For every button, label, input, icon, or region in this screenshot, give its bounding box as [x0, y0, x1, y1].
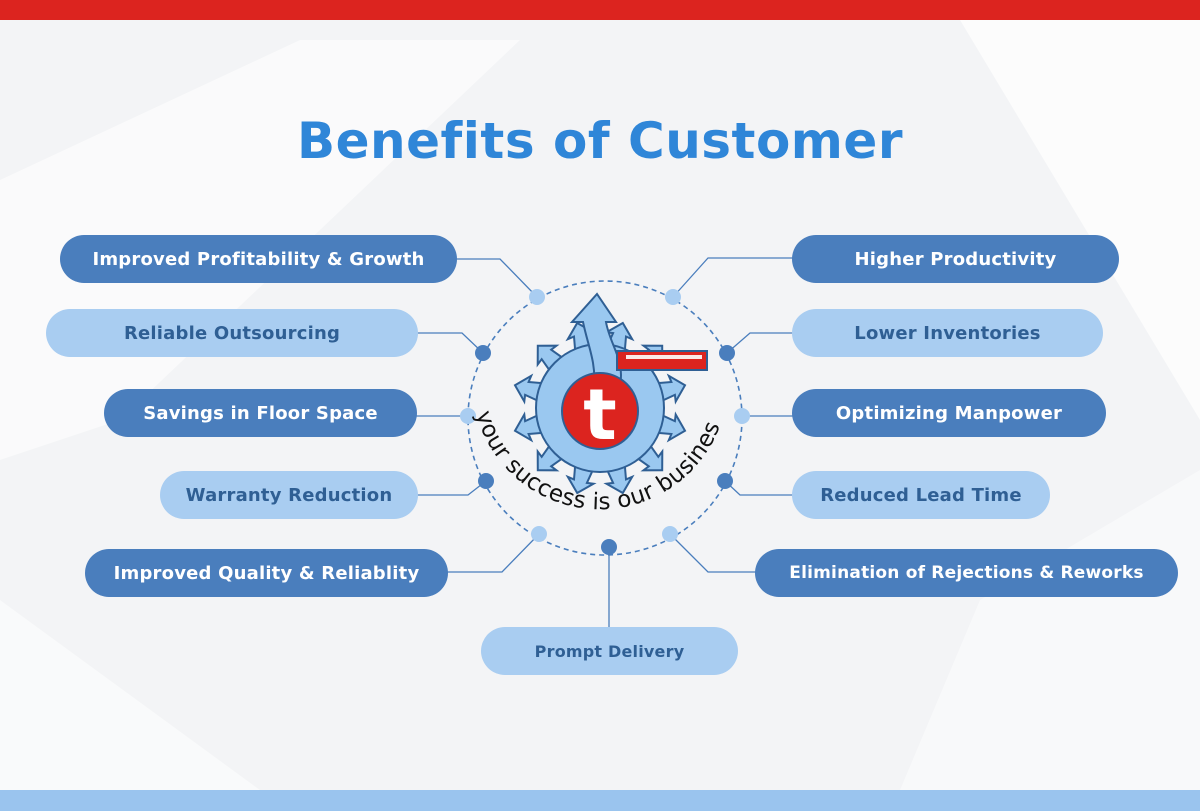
benefit-prompt-delivery: Prompt Delivery [481, 627, 738, 675]
benefit-improved-profitability: Improved Profitability & Growth [60, 235, 457, 283]
node-quality [531, 526, 547, 542]
connector-rejections [669, 533, 756, 573]
benefit-reduced-lead-time: Reduced Lead Time [792, 471, 1050, 519]
node-floor-space [460, 408, 476, 424]
connector-quality [446, 533, 540, 573]
benefit-reliable-outsourcing: Reliable Outsourcing [46, 309, 418, 357]
node-profitability [529, 289, 545, 305]
connector-productivity [672, 257, 793, 298]
connector-inventories [726, 332, 793, 354]
logo-letter: t [583, 374, 616, 456]
node-prompt-delivery [601, 539, 617, 555]
benefit-lower-inventories: Lower Inventories [792, 309, 1103, 357]
benefit-savings-floor-space: Savings in Floor Space [104, 389, 417, 437]
benefit-optimizing-manpower: Optimizing Manpower [792, 389, 1106, 437]
page-title: Benefits of Customer [297, 112, 903, 170]
benefit-elimination-rejections: Elimination of Rejections & Reworks [755, 549, 1178, 597]
ring-nodes [460, 289, 750, 555]
node-inventories [719, 345, 735, 361]
node-productivity [665, 289, 681, 305]
node-lead-time [717, 473, 733, 489]
connector-lines [416, 257, 793, 627]
node-outsourcing [475, 345, 491, 361]
node-manpower [734, 408, 750, 424]
connector-lead-time [724, 480, 793, 496]
connector-warranty [416, 480, 487, 496]
red-bar [616, 350, 708, 371]
connector-profitability [456, 258, 538, 298]
benefit-improved-quality: Improved Quality & Reliablity [85, 549, 448, 597]
benefit-higher-productivity: Higher Productivity [792, 235, 1119, 283]
connector-outsourcing [416, 332, 484, 354]
node-warranty [478, 473, 494, 489]
bottom-accent-bar [0, 790, 1200, 811]
benefit-warranty-reduction: Warranty Reduction [160, 471, 418, 519]
top-accent-bar [0, 0, 1200, 20]
node-rejections [662, 526, 678, 542]
